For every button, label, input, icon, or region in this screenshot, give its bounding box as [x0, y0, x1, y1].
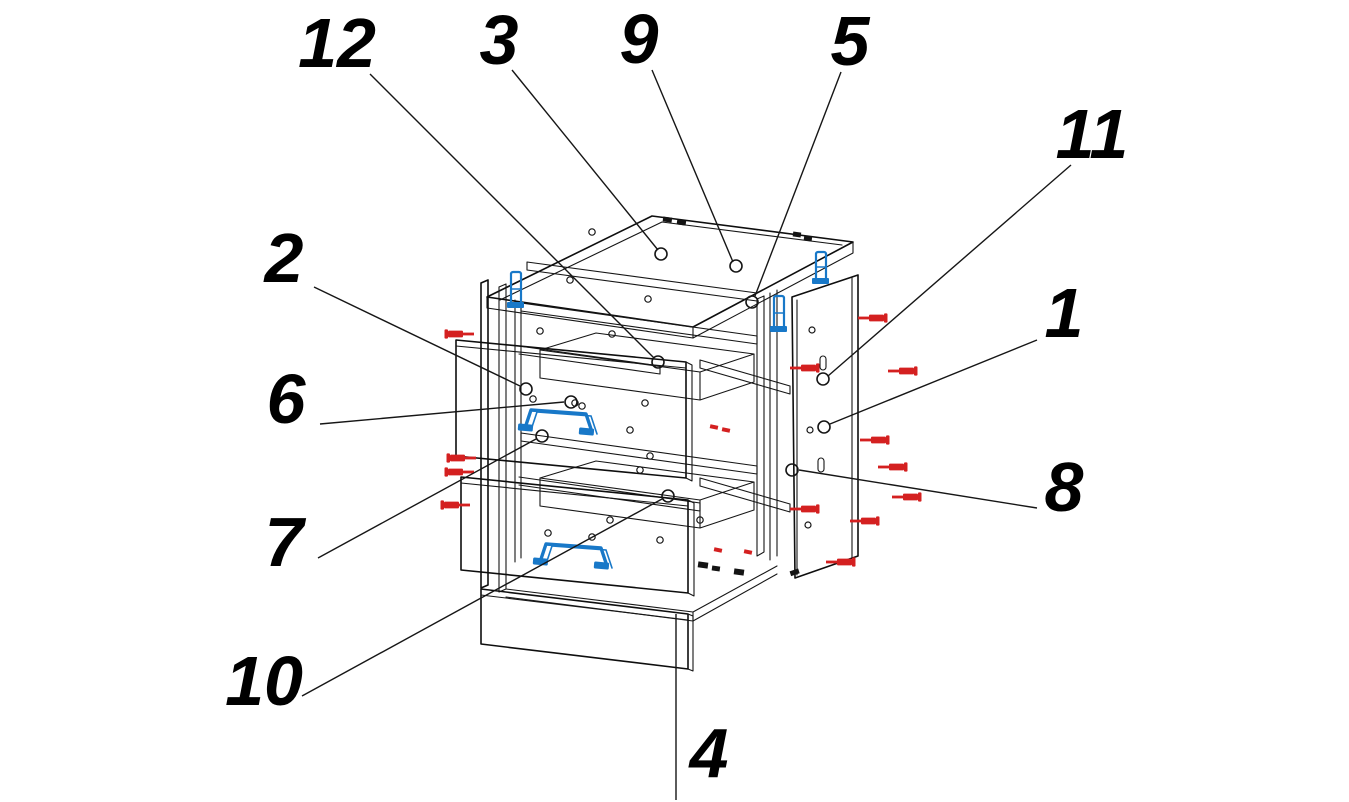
left-side-panel	[480, 279, 522, 593]
callout-terminal-11	[816, 372, 830, 386]
callout-terminal-9	[729, 259, 743, 273]
plinth-panel	[480, 588, 694, 672]
callout-terminal-12	[651, 355, 665, 369]
callout-label-4: 4	[689, 714, 729, 792]
callout-label-11: 11	[1055, 95, 1129, 173]
drawer-front-lower	[460, 476, 695, 597]
callout-leaders	[301, 69, 1072, 800]
callout-label-3: 3	[479, 1, 519, 79]
callout-label-12: 12	[298, 4, 376, 82]
screw-icon	[860, 435, 890, 445]
mounting-bracket-mid-icon	[770, 294, 787, 332]
callout-label-6: 6	[266, 360, 306, 438]
leader-line-1	[829, 339, 1038, 425]
top-panel	[486, 215, 854, 339]
callout-terminal-1	[817, 420, 831, 434]
leader-line-9	[651, 69, 734, 263]
leader-line-11	[827, 164, 1072, 377]
mounting-bracket-left-icon	[507, 270, 524, 308]
screw-icon	[446, 453, 476, 463]
callout-terminal-7	[535, 429, 549, 443]
callout-label-9: 9	[619, 0, 659, 78]
drawer-handle-upper-icon	[517, 408, 598, 436]
drawer-box-lower	[539, 460, 755, 529]
right-side-panel	[789, 274, 859, 579]
screw-icon	[444, 329, 474, 339]
drawer-front-upper	[455, 339, 693, 482]
leader-line-12	[369, 73, 655, 359]
callout-label-5: 5	[830, 2, 870, 80]
leader-line-5	[754, 71, 842, 297]
back-and-right-edges	[505, 261, 778, 622]
callout-label-1: 1	[1044, 274, 1084, 352]
screw-icon	[892, 492, 922, 502]
callout-label-2: 2	[264, 219, 304, 297]
mounting-bracket-right-icon	[812, 250, 829, 284]
callout-terminal-5	[745, 295, 759, 309]
callout-label-8: 8	[1044, 448, 1084, 526]
leader-line-7	[317, 438, 537, 559]
callout-terminal-8	[785, 463, 799, 477]
callout-terminal-10	[661, 489, 675, 503]
small-fastener-marks	[697, 424, 753, 576]
screw-icon	[878, 462, 908, 472]
leader-line-8	[798, 469, 1038, 509]
callout-label-10: 10	[225, 642, 303, 720]
callout-terminal-6	[564, 395, 578, 409]
leader-line-10	[301, 498, 663, 697]
callout-label-7: 7	[264, 503, 304, 581]
screw-icon	[850, 516, 880, 526]
leader-line-3	[511, 69, 659, 251]
leader-line-2	[313, 286, 521, 387]
screw-icon	[888, 366, 918, 376]
callout-terminal-3	[654, 247, 668, 261]
screw-icon	[440, 500, 470, 510]
screw-icon	[790, 363, 820, 373]
leader-line-6	[319, 401, 565, 425]
assembly-holes	[536, 228, 704, 544]
drawer-slide-rails	[699, 359, 791, 513]
screw-icon	[858, 313, 888, 323]
callout-terminal-2	[519, 382, 533, 396]
